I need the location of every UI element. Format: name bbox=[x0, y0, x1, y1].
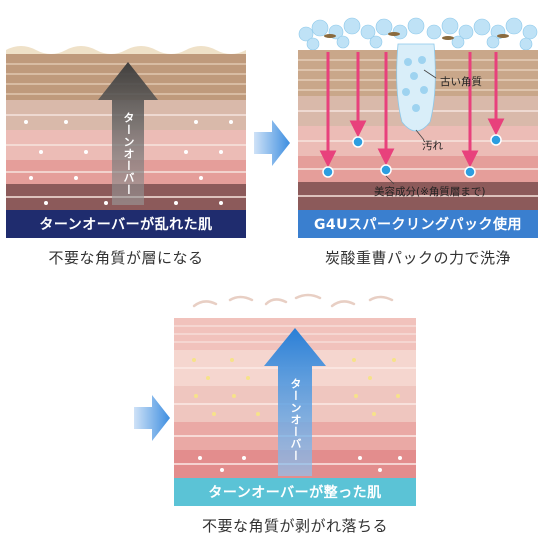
panel-process: 古い角質 汚れ 美容成分(※角質層まで) G4Uスパークリングパック使用 炭酸重… bbox=[298, 12, 538, 270]
skin-layers-before bbox=[6, 46, 246, 210]
panel-after: ターンオーバー ターンオーバーが整った肌 不要な角質が剥がれ落ちる bbox=[174, 292, 416, 538]
banner-process: G4Uスパークリングパック使用 bbox=[298, 210, 538, 238]
banner-after: ターンオーバーが整った肌 bbox=[174, 478, 416, 506]
panel-before: ターンオーバー ターンオーバーが乱れた肌 不要な角質が層になる bbox=[6, 40, 246, 270]
flow-arrow-right-icon bbox=[134, 395, 170, 441]
caption-after: 不要な角質が剥がれ落ちる bbox=[201, 517, 388, 535]
label-old-skin: 古い角質 bbox=[440, 76, 482, 88]
label-beauty-component: 美容成分(※角質層まで) bbox=[374, 186, 486, 198]
label-dirt: 汚れ bbox=[422, 140, 443, 152]
skin-layers-after bbox=[174, 293, 416, 478]
flow-arrow-right-icon bbox=[254, 120, 290, 166]
caption-process: 炭酸重曹パックの力で洗浄 bbox=[324, 249, 511, 267]
caption-before: 不要な角質が層になる bbox=[48, 249, 204, 267]
turnover-arrow-label-after: ターンオーバー bbox=[289, 378, 302, 462]
banner-before: ターンオーバーが乱れた肌 bbox=[6, 210, 246, 238]
skin-layers-process bbox=[298, 17, 538, 210]
turnover-arrow-label-before: ターンオーバー bbox=[122, 112, 135, 196]
